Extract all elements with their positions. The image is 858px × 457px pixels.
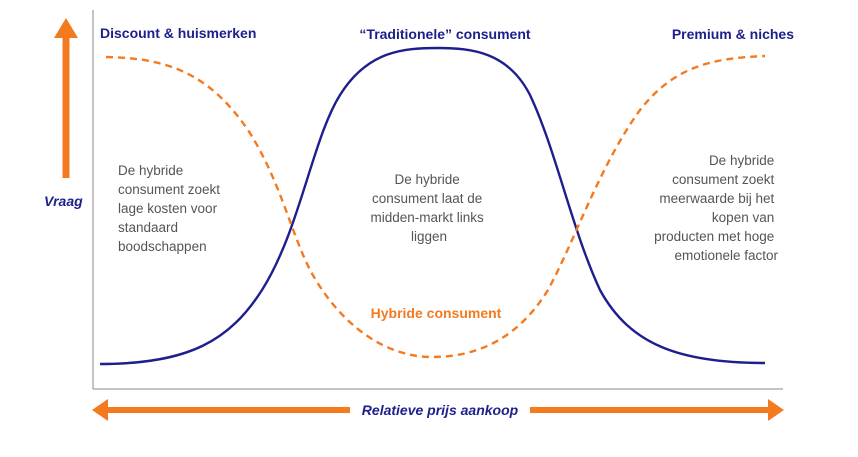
x-axis-label: Relatieve prijs aankoop [362,402,519,418]
header-traditional: “Traditionele” consument [359,26,530,42]
description-right: De hybride consument zoekt meerwaarde bi… [654,153,778,263]
description-center: De hybride consument laat de midden-mark… [370,172,487,244]
header-premium: Premium & niches [672,26,794,42]
y-axis-label: Vraag [44,193,83,209]
description-left: De hybride consument zoekt lage kosten v… [118,163,224,254]
x-axis-arrow [92,399,784,421]
hybrid-consumer-curve [105,54,766,359]
header-discount: Discount & huismerken [100,25,256,41]
hybrid-consumer-label: Hybride consument [371,305,502,321]
traditional-consumer-curve [99,46,766,366]
y-axis-arrow [54,18,78,178]
